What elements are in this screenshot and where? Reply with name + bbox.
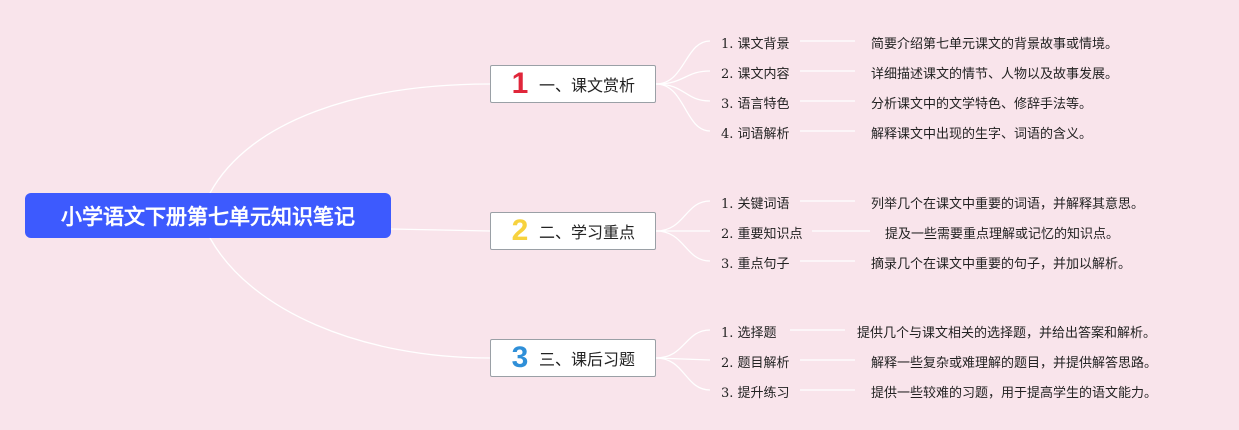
topic-item-description[interactable]: 解释课文中出现的生字、词语的含义。	[871, 127, 1093, 142]
root-to-branch-1-line	[209, 83, 491, 194]
topic-item-label[interactable]: 2. 题目解析	[721, 356, 790, 371]
branch-label: 二、学习重点	[539, 223, 636, 242]
branch-1-to-item-4-line	[655, 83, 711, 132]
branch-1-to-item-2-line	[655, 70, 711, 85]
topic-item-description[interactable]: 解释一些复杂或难理解的题目，并提供解答思路。	[871, 356, 1158, 371]
branch-3-to-item-2-line	[655, 357, 711, 361]
number-1-icon: 1	[511, 67, 529, 100]
topic-item-description[interactable]: 详细描述课文的情节、人物以及故事发展。	[871, 67, 1119, 82]
branch-node-1[interactable]: 1 一、课文赏析	[490, 65, 656, 103]
branch-2-to-item-3-line	[655, 230, 711, 262]
root-to-branch-2-line	[390, 228, 491, 232]
topic-item-label[interactable]: 2. 课文内容	[721, 67, 790, 82]
topic-item-label[interactable]: 1. 选择题	[721, 326, 777, 341]
topic-item-description[interactable]: 简要介绍第七单元课文的背景故事或情境。	[871, 37, 1119, 52]
branch-2-to-item-1-line	[655, 200, 711, 232]
topic-item-description[interactable]: 提供一些较难的习题，用于提高学生的语文能力。	[871, 386, 1158, 401]
branch-1-to-item-1-line	[655, 40, 711, 85]
topic-item-label[interactable]: 1. 课文背景	[721, 37, 790, 52]
branch-node-3[interactable]: 3 三、课后习题	[490, 339, 656, 377]
branch-1-to-item-3-line	[655, 83, 711, 102]
topic-item-description[interactable]: 分析课文中的文学特色、修辞手法等。	[871, 97, 1093, 112]
topic-item-label[interactable]: 4. 词语解析	[721, 127, 790, 142]
number-2-icon: 2	[511, 214, 529, 247]
topic-item-description[interactable]: 列举几个在课文中重要的词语，并解释其意思。	[871, 197, 1145, 212]
branch-label: 三、课后习题	[539, 350, 636, 369]
topic-item-label[interactable]: 3. 重点句子	[721, 257, 790, 272]
branch-node-2[interactable]: 2 二、学习重点	[490, 212, 656, 250]
root-node[interactable]: 小学语文下册第七单元知识笔记	[25, 193, 391, 238]
topic-item-label[interactable]: 3. 提升练习	[721, 386, 790, 401]
number-3-icon: 3	[511, 341, 529, 374]
branch-label: 一、课文赏析	[539, 76, 636, 95]
root-to-branch-3-line	[209, 237, 491, 359]
topic-item-label[interactable]: 2. 重要知识点	[721, 227, 803, 242]
root-title: 小学语文下册第七单元知识笔记	[61, 204, 355, 229]
branch-3-to-item-1-line	[655, 329, 711, 359]
topic-item-label[interactable]: 3. 语言特色	[721, 97, 790, 112]
topic-item-description[interactable]: 提供几个与课文相关的选择题，并给出答案和解析。	[857, 326, 1157, 341]
topic-item-description[interactable]: 摘录几个在课文中重要的句子，并加以解析。	[871, 257, 1132, 272]
topic-item-label[interactable]: 1. 关键词语	[721, 197, 790, 212]
branch-3-to-item-3-line	[655, 357, 711, 391]
topic-item-description[interactable]: 提及一些需要重点理解或记忆的知识点。	[885, 227, 1120, 242]
